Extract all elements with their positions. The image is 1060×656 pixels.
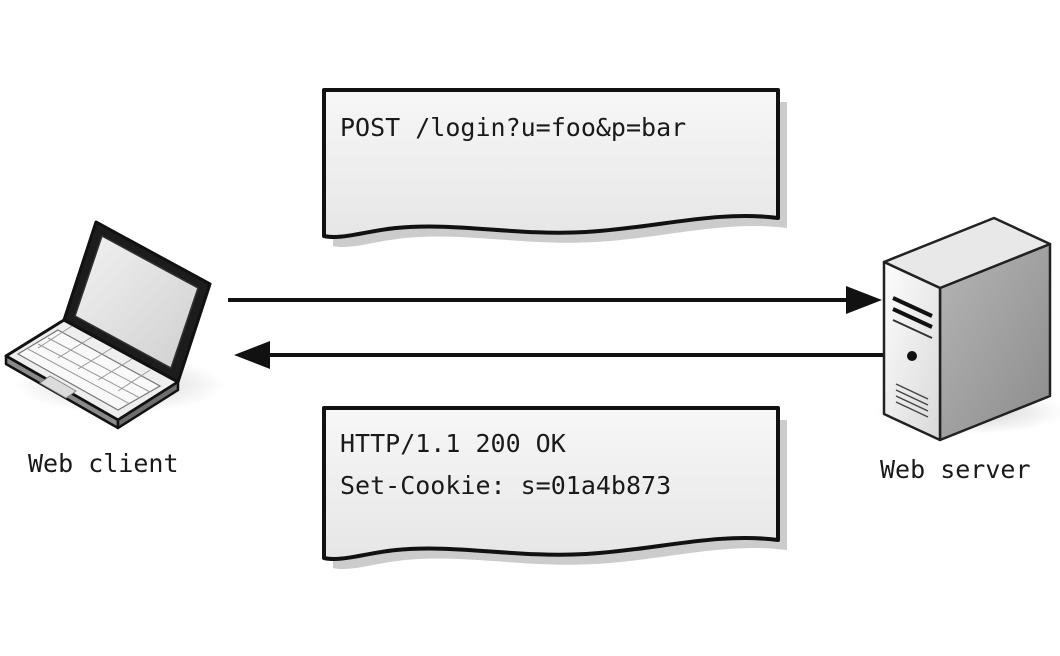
request-message-card: POST /login?u=foo&p=bar (322, 88, 787, 248)
server-tower-icon (875, 216, 1060, 442)
response-message-card: HTTP/1.1 200 OK Set-Cookie: s=01a4b873 (322, 406, 787, 570)
response-cookie-line: Set-Cookie: s=01a4b873 (340, 471, 671, 500)
response-arrow (234, 341, 884, 369)
laptop-icon (4, 220, 225, 430)
web-client-label: Web client (28, 449, 179, 478)
response-card-paper (322, 406, 780, 561)
web-server-label: Web server (880, 455, 1031, 484)
request-card-paper (322, 88, 780, 239)
request-line: POST /login?u=foo&p=bar (340, 113, 686, 142)
request-arrow (228, 286, 882, 314)
response-status-line: HTTP/1.1 200 OK (340, 429, 566, 458)
